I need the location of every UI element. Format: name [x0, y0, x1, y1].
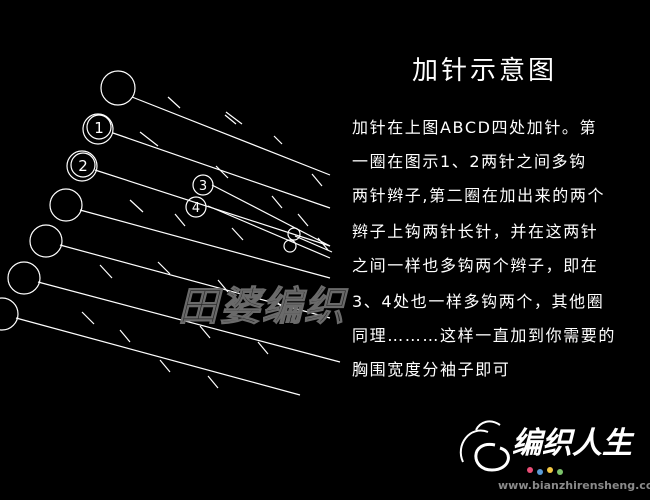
tick-mark: [273, 297, 285, 311]
diagram-title: 加针示意图: [412, 56, 558, 86]
stitch-line: [207, 205, 331, 259]
chain-circle: [100, 70, 136, 106]
description-line: 胸围宽度分袖子即可: [352, 360, 511, 379]
tick-mark: [207, 375, 219, 389]
tick-mark: [311, 173, 323, 187]
label-3: 3: [199, 179, 207, 194]
stitch-line: [112, 132, 331, 209]
logo-swirl-icon: [460, 420, 510, 472]
tick-mark: [157, 261, 171, 275]
chain-circle: [287, 227, 301, 241]
tick-mark: [217, 279, 229, 293]
tick-mark: [257, 341, 269, 355]
stitch-line: [131, 96, 331, 176]
chain-circle: [49, 188, 83, 222]
chain-circle: [283, 239, 297, 253]
description-line: 一圈在图示1、2两针之间多钩: [352, 152, 587, 171]
description-line: 辫子上钩两针长针，并在这两针: [352, 222, 599, 241]
description-line: 之间一样也多钩两个辫子，即在: [352, 256, 599, 275]
description-line: 加针在上图ABCD四处加针。第: [352, 118, 598, 137]
stitch-line: [15, 317, 301, 396]
label-4: 4: [192, 201, 200, 216]
site-url: www.bianzhirensheng.com: [498, 479, 650, 492]
label-2: 2: [78, 157, 88, 175]
tick-mark: [81, 311, 95, 325]
tick-mark: [119, 329, 131, 343]
label-circle-1: [86, 114, 112, 140]
description-line: 3、4处也一样多钩两个，其他圈: [352, 292, 605, 311]
tick-mark: [174, 213, 186, 227]
label-circle-3: [192, 174, 214, 196]
label-circle-2: [70, 152, 96, 178]
watermark: 田婆编织: [178, 284, 346, 331]
tick-mark: [225, 111, 243, 125]
tick-mark: [199, 325, 211, 339]
chain-circle: [0, 297, 19, 331]
label-1: 1: [94, 119, 104, 137]
stitch-line: [59, 244, 331, 319]
chain-circle: [66, 150, 98, 182]
tick-mark: [273, 135, 283, 145]
logo-dots: [527, 467, 563, 475]
tick-mark: [139, 131, 159, 147]
tick-mark: [297, 213, 309, 227]
tick-mark: [224, 114, 237, 125]
chain-circle: [82, 113, 114, 145]
tick-mark: [231, 227, 244, 241]
tick-mark: [215, 165, 229, 179]
tick-mark: [99, 264, 113, 279]
chain-circle: [7, 261, 41, 295]
tick-mark: [159, 359, 171, 373]
logo-text: 编织人生: [512, 426, 632, 461]
stitch-line: [37, 281, 341, 363]
tick-mark: [167, 96, 181, 109]
label-circle-4: [185, 196, 207, 218]
stitch-line: [294, 235, 333, 253]
stitch-line: [79, 209, 331, 279]
description-line: 两针辫子,第二圈在加出来的两个: [352, 186, 606, 205]
description-line: 同理………这样一直加到你需要的: [352, 326, 617, 345]
tick-mark: [129, 199, 144, 213]
tick-mark: [317, 237, 329, 251]
stitch-line: [211, 184, 331, 247]
tick-mark: [271, 195, 283, 209]
chain-circle: [29, 224, 63, 258]
